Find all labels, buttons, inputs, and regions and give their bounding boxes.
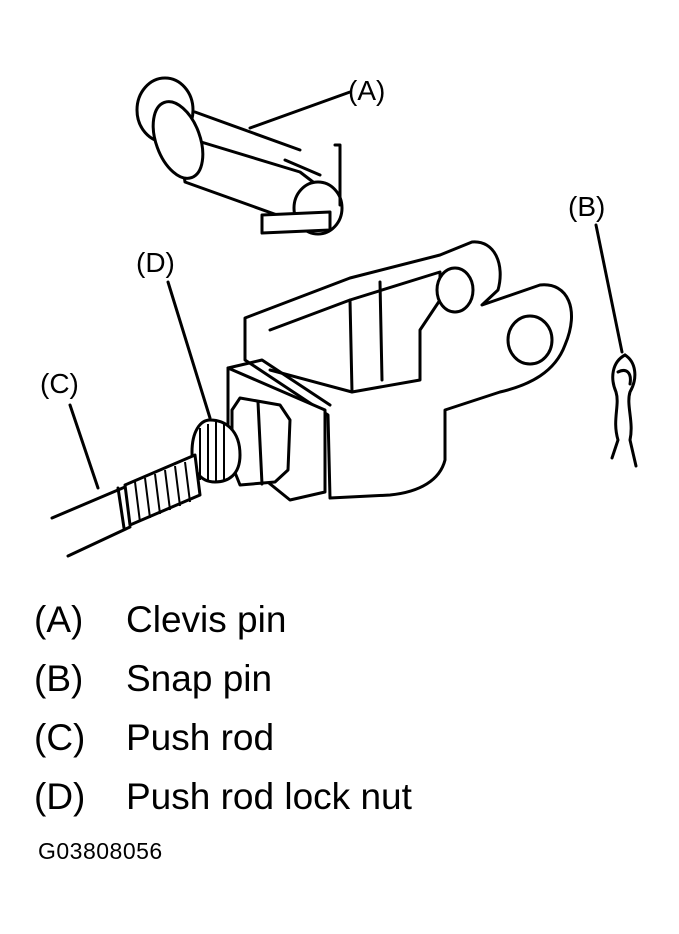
leader-line-b bbox=[594, 223, 624, 354]
callout-d: (D) bbox=[136, 247, 175, 278]
callout-b: (B) bbox=[568, 191, 605, 222]
lock-nut-drawing bbox=[190, 396, 292, 487]
legend-item-push-rod: (C) Push rod bbox=[34, 708, 412, 767]
legend-text: Snap pin bbox=[126, 657, 273, 699]
legend-text: Push rod lock nut bbox=[126, 775, 412, 817]
legend: (A) Clevis pin (B) Snap pin (C) Push rod… bbox=[34, 590, 412, 826]
callout-a: (A) bbox=[348, 75, 385, 106]
callout-c: (C) bbox=[40, 368, 79, 399]
legend-key: (B) bbox=[34, 657, 84, 699]
legend-item-clevis-pin: (A) Clevis pin bbox=[34, 590, 412, 649]
legend-item-snap-pin: (B) Snap pin bbox=[34, 649, 412, 708]
push-rod-drawing bbox=[50, 453, 202, 558]
clevis-assembly-diagram: (A) (B) (C) (D) bbox=[40, 75, 638, 558]
leader-line-c bbox=[68, 403, 100, 490]
legend-key: (A) bbox=[34, 598, 84, 640]
leader-line-d bbox=[166, 280, 212, 420]
leader-line-a bbox=[248, 90, 352, 130]
figure-id: G03808056 bbox=[38, 838, 163, 864]
legend-text: Push rod bbox=[126, 716, 275, 758]
legend-key: (D) bbox=[34, 775, 86, 817]
clevis-pin-drawing bbox=[135, 76, 344, 236]
legend-item-push-rod-lock-nut: (D) Push rod lock nut bbox=[34, 767, 412, 826]
legend-text: Clevis pin bbox=[126, 598, 287, 640]
legend-key: (C) bbox=[34, 716, 86, 758]
snap-pin-drawing bbox=[610, 353, 638, 468]
